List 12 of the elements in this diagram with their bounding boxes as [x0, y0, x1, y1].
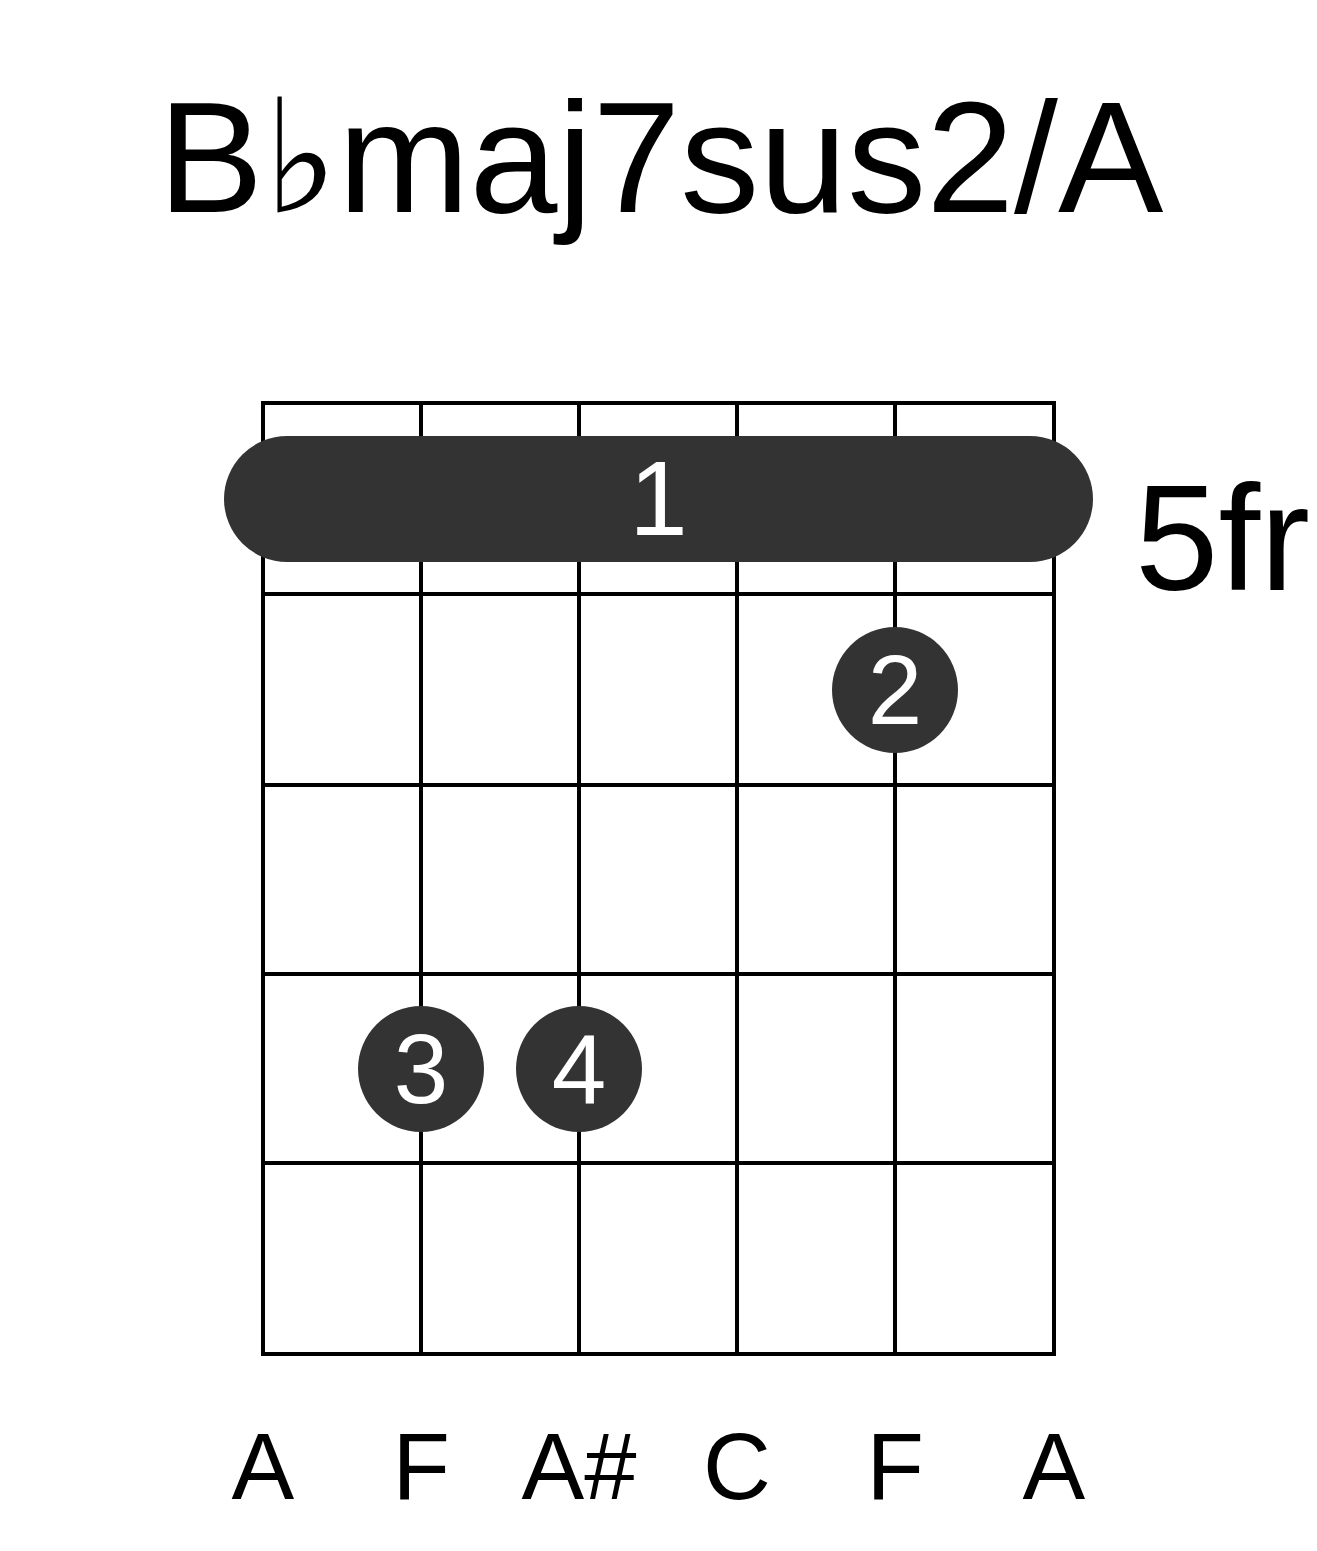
string-note: A: [1022, 1420, 1086, 1514]
finger-dot: 3: [358, 1005, 484, 1132]
finger-dot: 2: [832, 626, 958, 753]
chord-title: B♭maj7sus2/A: [158, 68, 1164, 247]
finger-barre: 1: [224, 435, 1093, 562]
string-note: F: [866, 1420, 924, 1514]
fret-position-label: 5fr: [1135, 463, 1311, 613]
string-note: C: [703, 1420, 771, 1514]
finger-dot: 4: [516, 1005, 642, 1132]
string-note: F: [392, 1420, 450, 1514]
string-note: A#: [521, 1420, 637, 1514]
string-note: A: [231, 1420, 295, 1514]
